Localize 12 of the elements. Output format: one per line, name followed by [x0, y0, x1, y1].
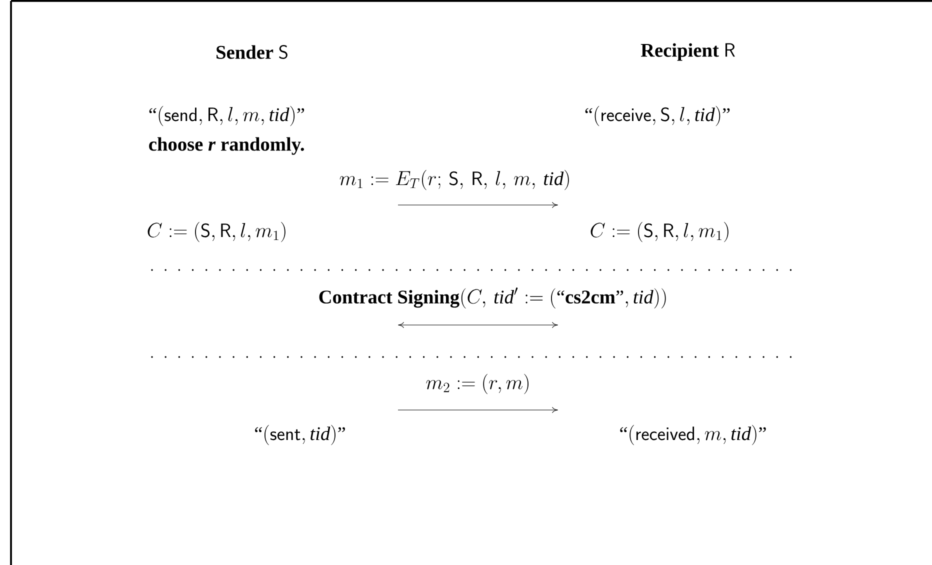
event-text: $\text{``}(\mathsf{sent}, \mathit{tid})\text{''}$ [255, 424, 345, 446]
subprotocol-label: $\text{\textbf{Contract Signing}} (C,\, \mathit{tid}' := (\text{``\textbf{cs2cm}''}, \mathit{tid}))$ [319, 288, 666, 308]
step-text: choose r randomly. [149, 137, 304, 155]
state-text: $C := (\mathsf{S}, \mathsf{R}, l, m_1)$ [148, 222, 286, 242]
message-label: $m_1 := E_T(r;\, \mathsf{S},\, \mathsf{R},\, l,\, m,\, \mathit{tid})$ [340, 170, 569, 190]
state-text: $C := (\mathsf{S}, \mathsf{R}, l, m_1)$ [590, 222, 728, 242]
column-heading: $\textbf{Sender}\ \mathsf{S}$ [216, 44, 288, 60]
event-text: $\text{``}(\mathsf{send}, \mathsf{R}, l, m, \mathit{tid})\text{''}$ [149, 106, 304, 126]
column-heading: $\textbf{Recipient}\ \mathsf{R}$ [640, 43, 735, 61]
event-text: $\text{``}(\mathsf{received}, m, \mathit{tid})\text{''}$ [620, 424, 766, 446]
event-text: $\text{``}(\mathsf{receive}, \mathsf{S}, l, \mathit{tid})\text{''}$ [585, 106, 730, 126]
message-label: $m_2 := (r, m)$ [426, 374, 528, 394]
